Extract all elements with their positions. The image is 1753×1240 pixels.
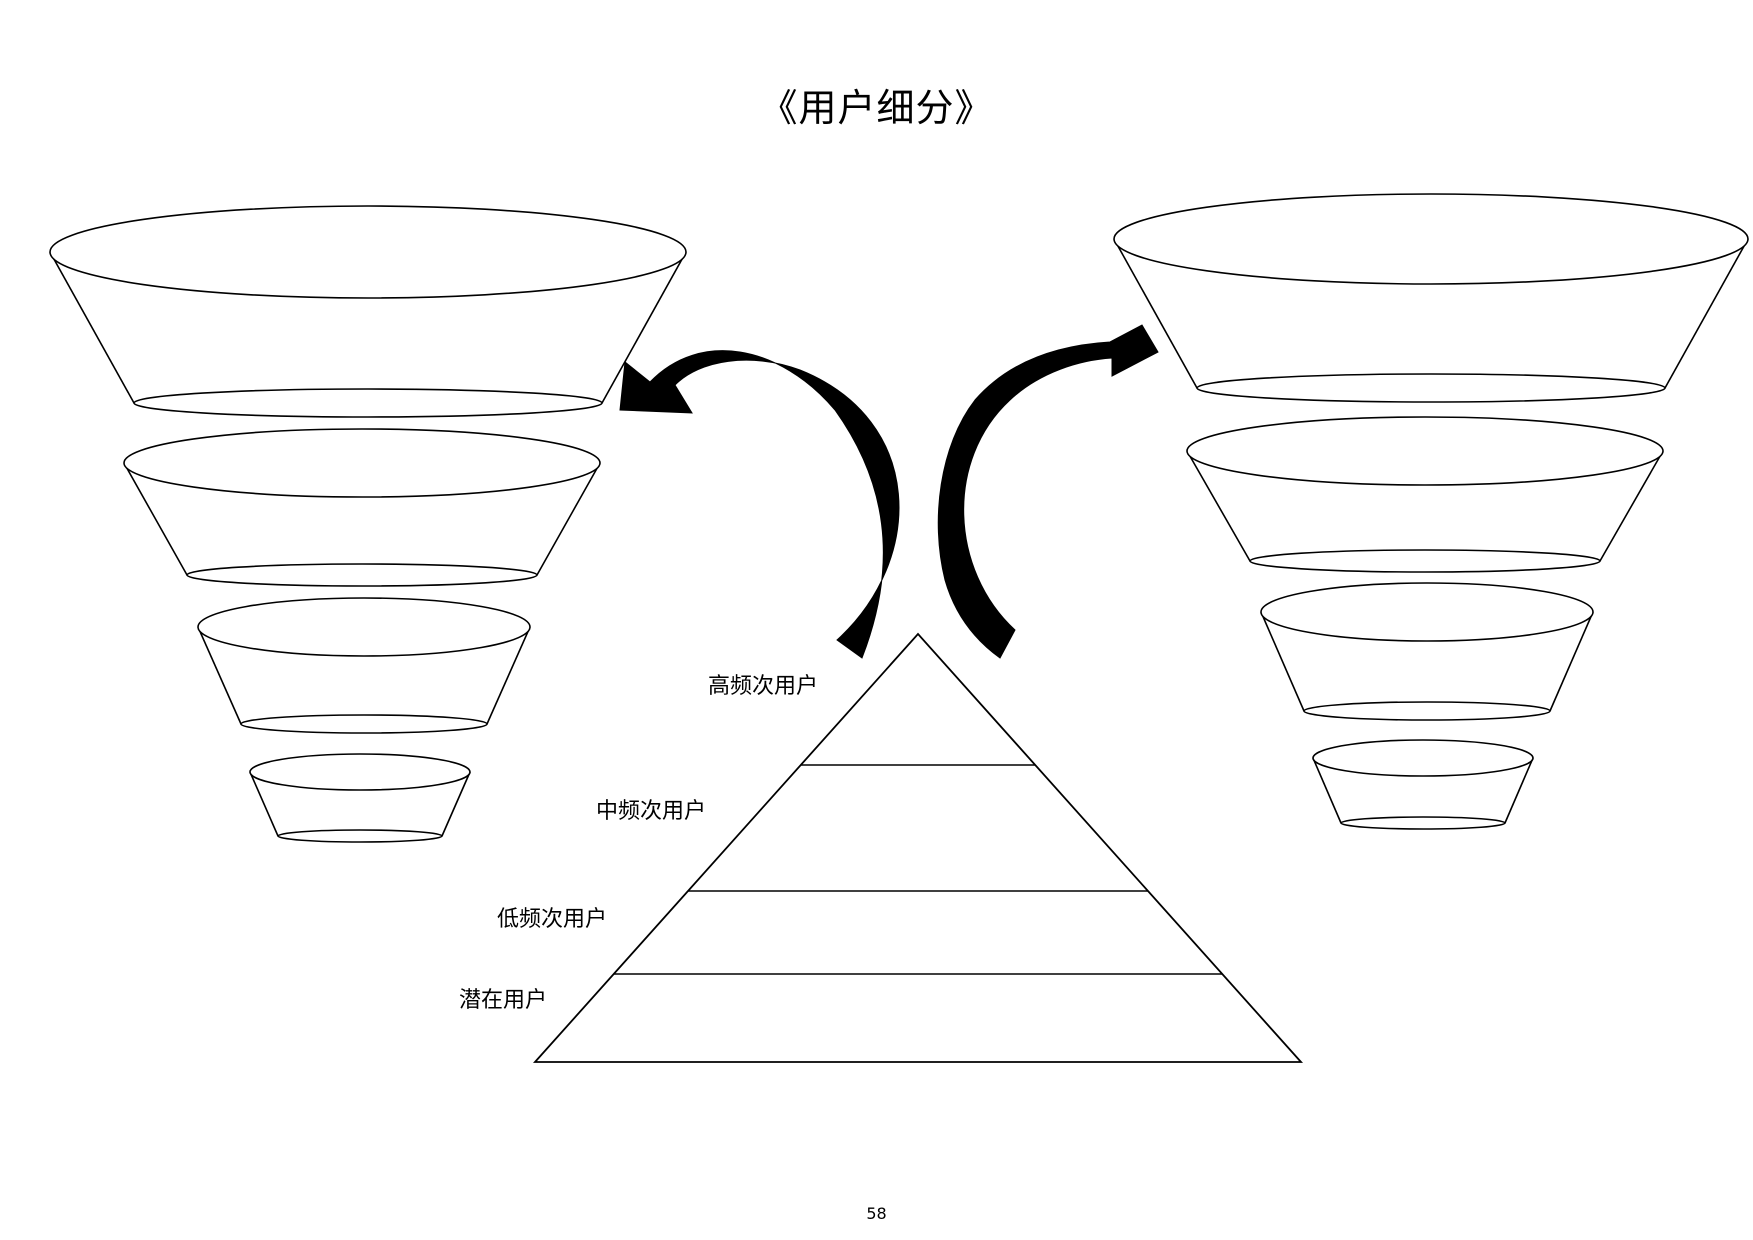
right-funnel-stage-2	[1186, 416, 1664, 573]
right-funnel-stage-2-bottom	[1249, 549, 1601, 573]
right-funnel	[1113, 193, 1749, 830]
pyramid-outline	[532, 632, 1304, 1063]
left-funnel-stage-4-top	[249, 753, 471, 791]
page-title: 《用户细分》	[759, 86, 994, 130]
left-funnel-stage-3-left-side	[197, 626, 242, 725]
pyramid	[532, 632, 1304, 1063]
arrows	[619, 324, 1159, 659]
right-funnel-stage-4-top	[1312, 739, 1534, 777]
left-funnel-stage-3-bottom	[240, 714, 488, 734]
arrow-to-left-funnel-icon	[619, 350, 900, 659]
page-number: 58	[866, 1204, 887, 1223]
right-funnel-stage-3-right-side	[1549, 611, 1594, 712]
tier-label-potential: 潜在用户	[459, 988, 548, 1013]
right-funnel-stage-4-right-side	[1504, 757, 1534, 824]
tier-label-medium-frequency: 中频次用户	[596, 799, 707, 824]
right-funnel-stage-2-right-side	[1599, 450, 1664, 562]
right-funnel-stage-1-top	[1113, 193, 1749, 285]
left-funnel-stage-1-top	[49, 205, 687, 299]
left-funnel-stage-2-left-side	[123, 462, 188, 576]
left-funnel-stage-1-bottom	[133, 388, 603, 418]
tier-label-high-frequency: 高频次用户	[708, 674, 819, 699]
left-funnel-stage-2-top	[123, 428, 601, 498]
left-funnel-stage-4-bottom	[277, 829, 443, 843]
left-funnel-stage-2	[123, 428, 601, 587]
right-funnel-stage-1-right-side	[1664, 238, 1749, 389]
right-funnel-stage-3-top	[1260, 582, 1594, 642]
left-funnel-stage-2-right-side	[536, 462, 601, 576]
left-funnel-stage-3-top	[197, 597, 531, 657]
right-funnel-stage-1	[1113, 193, 1749, 403]
left-funnel	[49, 205, 687, 843]
right-funnel-stage-3	[1260, 582, 1594, 721]
left-funnel-stage-1-left-side	[49, 251, 135, 404]
left-funnel-stage-1	[49, 205, 687, 418]
left-funnel-stage-1-right-side	[601, 251, 687, 404]
arrow-to-right-funnel-icon	[937, 324, 1159, 659]
left-funnel-stage-4	[249, 753, 471, 843]
left-funnel-stage-3-right-side	[486, 626, 531, 725]
right-funnel-stage-1-bottom	[1196, 373, 1666, 403]
left-funnel-stage-4-left-side	[249, 771, 279, 837]
right-funnel-stage-4-left-side	[1312, 757, 1342, 824]
right-funnel-stage-4	[1312, 739, 1534, 830]
left-funnel-stage-3	[197, 597, 531, 734]
left-funnel-stage-4-right-side	[441, 771, 471, 837]
right-funnel-stage-3-bottom	[1303, 701, 1551, 721]
right-funnel-stage-4-bottom	[1340, 816, 1506, 830]
right-funnel-stage-2-top	[1186, 416, 1664, 486]
right-funnel-stage-2-left-side	[1186, 450, 1251, 562]
tier-label-low-frequency: 低频次用户	[497, 907, 608, 932]
right-funnel-stage-3-left-side	[1260, 611, 1305, 712]
right-funnel-stage-1-left-side	[1113, 238, 1198, 389]
left-funnel-stage-2-bottom	[186, 563, 538, 587]
